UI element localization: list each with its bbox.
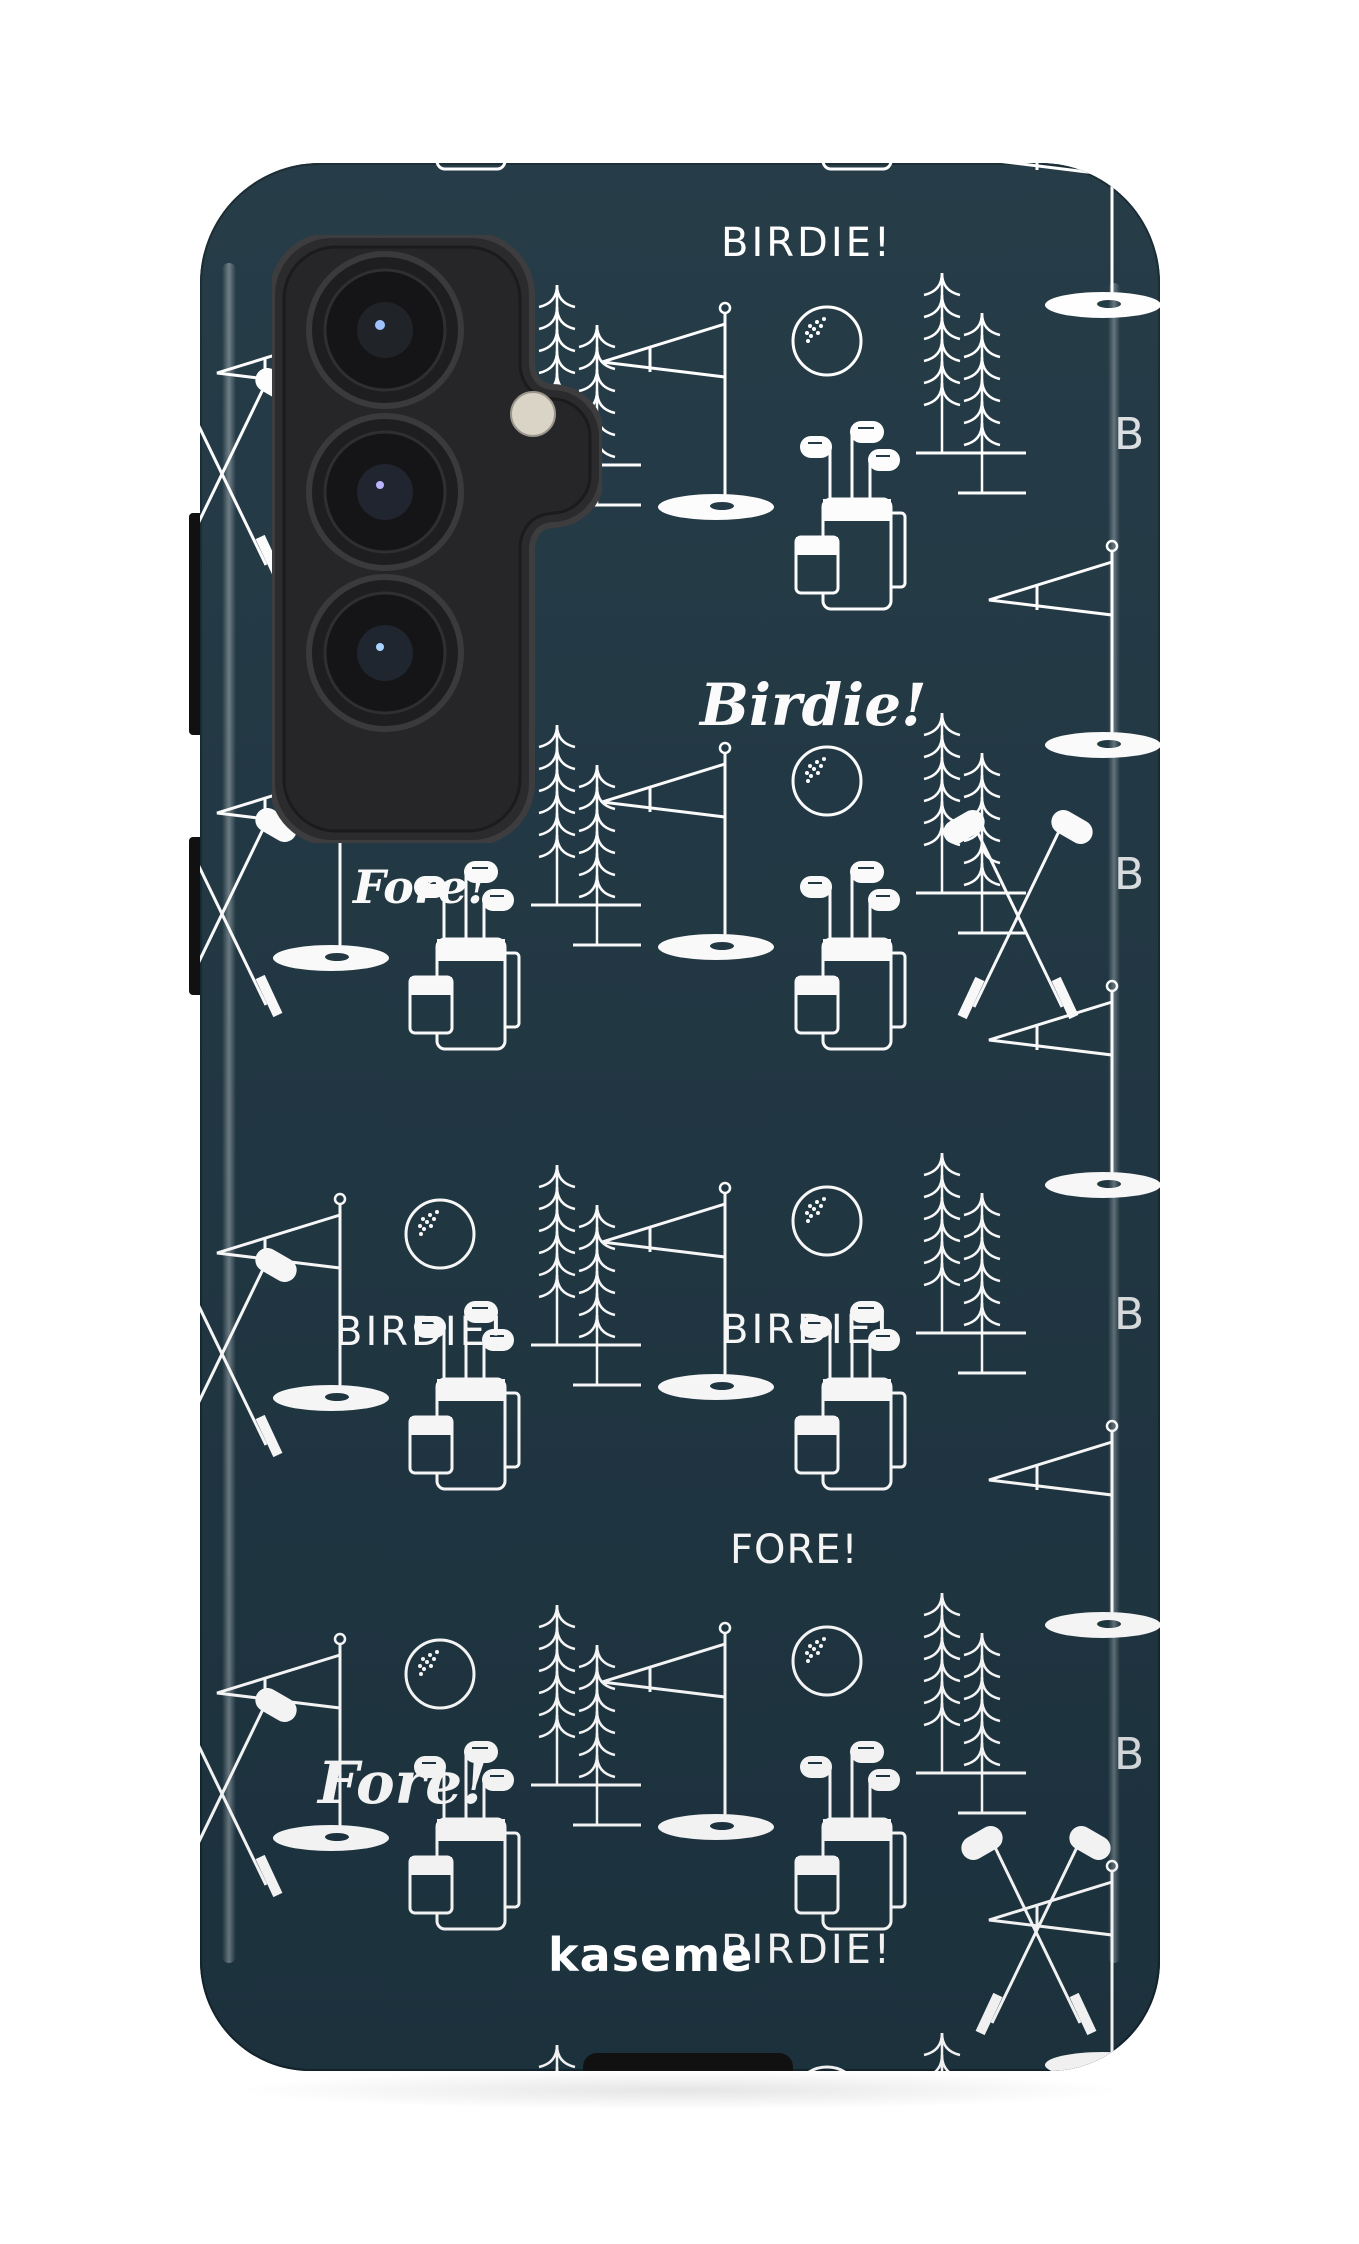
camera-module xyxy=(272,235,602,843)
birdie-text: BIRDIE! xyxy=(721,220,893,266)
lens-icon xyxy=(306,413,464,571)
lens-icon xyxy=(306,251,464,409)
case-shadow xyxy=(230,2070,1130,2110)
port-cutout xyxy=(583,2053,793,2071)
b-letter: B xyxy=(1114,1729,1144,1780)
b-letter: B xyxy=(1114,409,1144,460)
lens-icon xyxy=(306,574,464,732)
fore-text: FORE! xyxy=(730,1527,859,1573)
birdie-text: BIRDIE! xyxy=(335,1309,507,1355)
fore-script-text: Fore! xyxy=(316,1749,488,1817)
brand-logo: kaseme xyxy=(548,1928,754,1982)
birdie-text: BIRDIE! xyxy=(721,1927,893,1973)
b-letter: B xyxy=(1114,849,1144,900)
edge-highlight xyxy=(222,263,236,1963)
b-letter: B xyxy=(1114,1289,1144,1340)
birdie-script-text: Birdie! xyxy=(698,671,927,739)
edge-highlight xyxy=(1108,283,1120,1963)
birdie-text: BIRDIE! xyxy=(721,1307,893,1353)
fore-script-text: Fore! xyxy=(351,860,488,914)
flash-icon xyxy=(510,391,556,437)
golf-pattern: BIRDIE! Birdie! Fore! BIRDIE! BIRDIE! FO… xyxy=(200,163,1160,2071)
phone-case: BIRDIE! Birdie! Fore! BIRDIE! BIRDIE! FO… xyxy=(200,163,1160,2071)
